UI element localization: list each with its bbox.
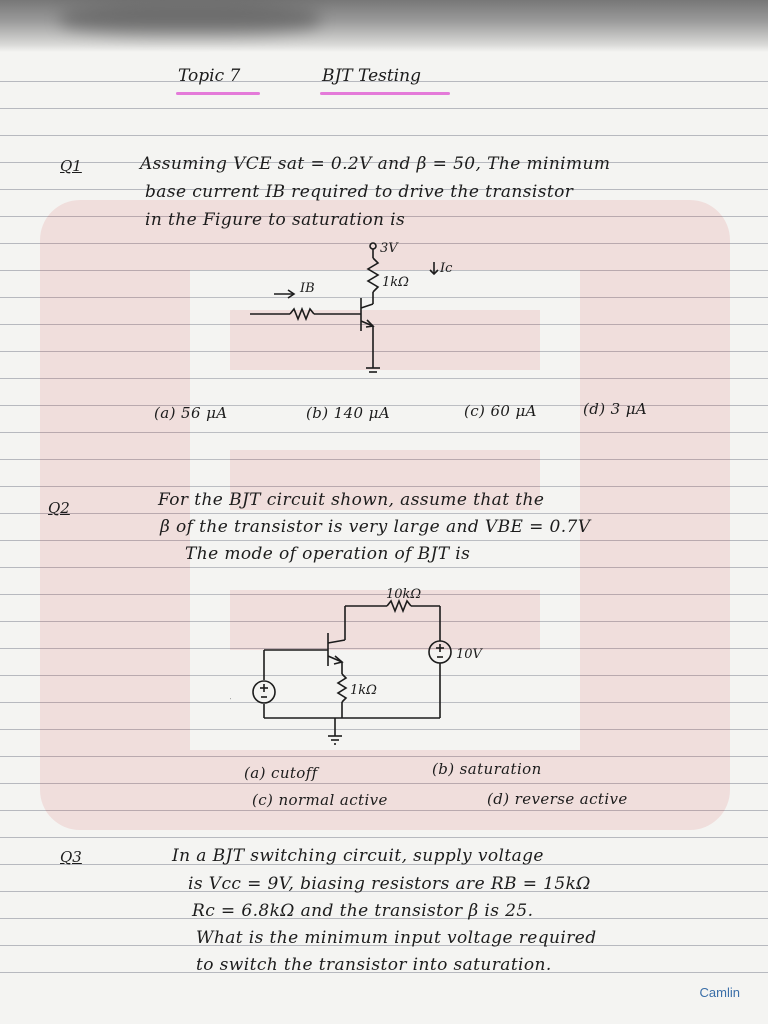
q1-option-b: (b) 140 μA [306,404,391,422]
ruled-lines [0,55,768,985]
q3-line-5: to switch the transistor into saturation… [196,955,552,975]
q1-ib-label: IB [299,281,315,296]
q2-r-top-label: 10kΩ [386,588,421,602]
q1-rc-label: 1kΩ [382,275,409,290]
q2-option-b: (b) saturation [432,760,542,778]
q2-line-1: For the BJT circuit shown, assume that t… [158,490,545,510]
q1-supply-label: 3V [380,241,399,256]
q1-ic-label: Ic [439,261,453,276]
q1-option-d: (d) 3 μA [583,400,648,418]
q2-circuit-diagram: 10kΩ 10V 1kΩ 2V [230,588,484,745]
q2-line-2: β of the transistor is very large and VB… [160,517,591,537]
title-highlight-2 [320,92,450,95]
q3-line-1: In a BJT switching circuit, supply volta… [172,846,544,866]
q3-number: Q3 [60,848,82,866]
q2-source-right-label: 10V [456,647,484,662]
page-title: BJT Testing [322,66,421,86]
q2-option-d: (d) reverse active [487,790,628,808]
q1-line-3: in the Figure to saturation is [145,210,406,230]
q1-option-c: (c) 60 μA [464,402,537,420]
q2-line-3: The mode of operation of BJT is [185,544,471,564]
q3-line-4: What is the minimum input voltage requir… [196,928,597,948]
q3-line-2: is Vcc = 9V, biasing resistors are RB = … [188,874,591,894]
q1-option-a: (a) 56 μA [154,404,228,422]
q3-line-3: Rc = 6.8kΩ and the transistor β is 25. [192,901,534,921]
brand-label: Camlin [699,985,740,1000]
topic-label: Topic 7 [178,66,241,86]
shadow-blob [60,4,320,34]
q2-option-a: (a) cutoff [244,764,318,782]
q1-number: Q1 [60,157,82,175]
q2-re-label: 1kΩ [350,683,377,698]
q2-number: Q2 [48,499,70,517]
q1-circuit-diagram: 3V 1kΩ Ic IB [250,241,453,373]
q2-option-c: (c) normal active [252,791,388,809]
q1-line-1: Assuming VCE sat = 0.2V and β = 50, The … [140,154,611,174]
q2-source-left-label: 2V [230,697,231,712]
title-highlight-1 [176,92,260,95]
q1-line-2: base current IB required to drive the tr… [145,182,574,202]
